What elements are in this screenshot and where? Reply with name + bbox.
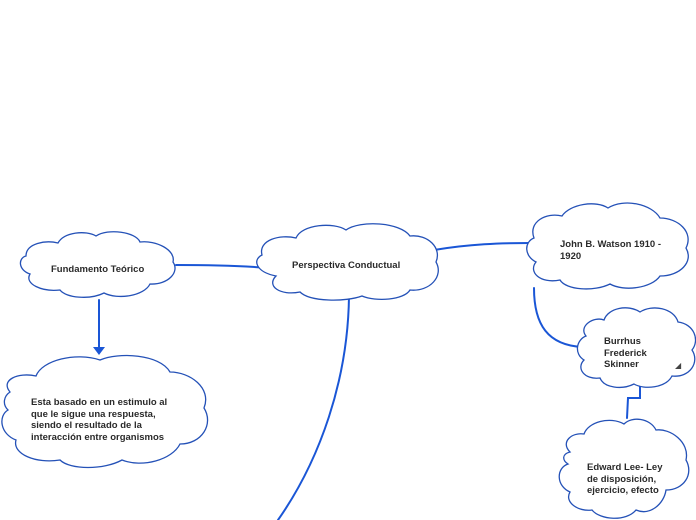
arrowhead-estimulo <box>93 347 105 355</box>
node-label-john-watson: John B. Watson 1910 - 1920 <box>560 239 661 262</box>
node-label-fundamento-teorico: Fundamento Teórico <box>51 264 145 275</box>
cloud-estimulo-respuesta[interactable] <box>1 354 209 469</box>
node-label-perspectiva-conductual: Perspectiva Conductual <box>292 260 401 271</box>
node-label-estimulo-respuesta: Esta basado en un estimulo al que le sig… <box>31 397 168 443</box>
node-label-burrhus-skinner: Burrhus Frederick Skinner <box>604 336 647 370</box>
cloud-edward-lee[interactable] <box>558 418 690 519</box>
cloud-fundamento-teorico[interactable] <box>19 231 176 298</box>
cloud-perspectiva-conductual[interactable] <box>256 223 439 301</box>
node-label-edward-lee: Edward Lee- Ley de disposición, ejercici… <box>587 462 663 496</box>
cloud-burrhus-skinner[interactable] <box>576 307 696 389</box>
resize-handle-icon[interactable]: ◢ <box>675 361 682 370</box>
cloud-john-watson[interactable] <box>526 202 689 290</box>
connector-watson-skinner <box>533 287 583 348</box>
connector-perspectiva-watson <box>433 242 531 251</box>
connector-skinner-edward <box>626 381 641 419</box>
connector-perspectiva-down <box>277 295 350 520</box>
